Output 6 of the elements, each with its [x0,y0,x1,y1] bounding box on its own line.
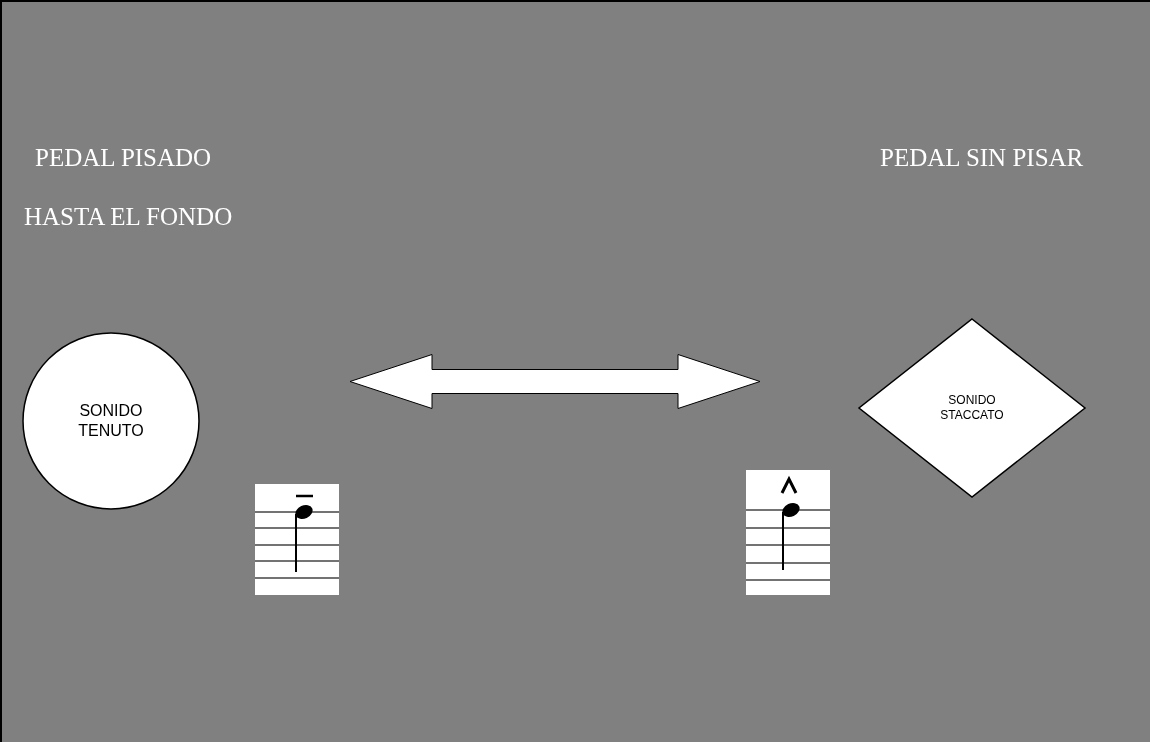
heading-label: HASTA EL FONDO [24,203,233,231]
node-label: SONIDO STACCATO [939,393,1005,423]
heading-label: PEDAL PISADO [35,144,212,172]
node-label: SONIDO TENUTO [77,401,145,441]
heading-label: PEDAL SIN PISAR [880,144,1084,172]
double-block-arrow [349,354,761,409]
